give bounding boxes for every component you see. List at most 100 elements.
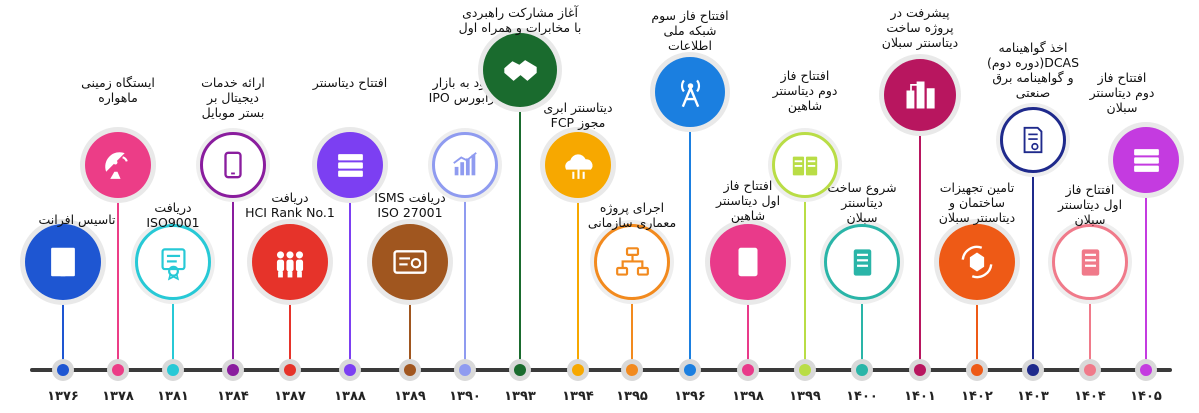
timeline-dot — [509, 359, 531, 381]
milestone-stem — [117, 198, 119, 370]
milestone-label: دریافت ISO9001 — [146, 200, 200, 230]
milestone-icon-circle — [85, 132, 151, 198]
timeline-dot — [909, 359, 931, 381]
timeline-dot — [737, 359, 759, 381]
milestone-label: اجرای پروژه معماری سازمانی — [587, 200, 677, 230]
timeline-dot — [399, 359, 421, 381]
milestone-icon-circle — [594, 224, 670, 300]
milestone-icon-circle — [939, 224, 1015, 300]
milestone-stem — [1032, 173, 1034, 370]
milestone-icon-circle — [824, 224, 900, 300]
milestone-stem — [577, 198, 579, 370]
year-label: ۱۳۸۷ — [274, 389, 306, 404]
year-label: ۱۴۰۴ — [1074, 389, 1106, 404]
milestone-label: ارائه خدمات دیجیتال بر بستر موبایل — [201, 75, 265, 120]
milestone-icon-circle — [200, 132, 266, 198]
year-label: ۱۳۹۵ — [616, 389, 648, 404]
milestone-stem — [919, 131, 921, 370]
timeline-dot — [1079, 359, 1101, 381]
year-label: ۱۳۷۸ — [102, 389, 134, 404]
satellite-dish-icon — [104, 151, 128, 179]
year-label: ۱۳۹۸ — [732, 389, 764, 404]
milestone-label: اخذ گواهینامه DCAS(دوره دوم) و گواهینامه… — [986, 40, 1080, 100]
milestone-icon-circle — [432, 132, 498, 198]
server-icon — [853, 248, 871, 276]
ipo-chart-icon — [453, 152, 477, 176]
year-label: ۱۳۹۹ — [789, 389, 821, 404]
year-label: ۱۳۷۶ — [47, 389, 79, 404]
milestone-stem — [464, 198, 466, 370]
milestone-label: پیشرفت در پروژه ساخت دیتاسنتر سبلان — [881, 5, 959, 50]
year-label: ۱۳۸۸ — [334, 389, 366, 404]
milestone-label: دریافت HCI Rank No.1 — [245, 190, 335, 220]
year-label: ۱۳۹۰ — [449, 389, 481, 404]
milestone-stem — [349, 198, 351, 370]
milestone-stem — [232, 198, 234, 370]
timeline-axis — [30, 368, 1172, 372]
timeline-dot — [222, 359, 244, 381]
milestone-stem — [804, 198, 806, 370]
milestone-stem — [62, 300, 64, 370]
document-certificate-icon — [1023, 126, 1043, 154]
milestone-label: افتتاح فاز سوم شبکه ملی اطلاعات — [651, 8, 729, 53]
certificate-card-icon — [393, 250, 427, 274]
milestone-label: دریافت ISMS ISO 27001 — [374, 190, 446, 220]
milestone-stem — [1145, 193, 1147, 370]
milestone-stem — [519, 107, 521, 370]
timeline-dot — [794, 359, 816, 381]
antenna-tower-icon — [680, 79, 700, 107]
server-rack-icon — [1133, 148, 1159, 172]
milestone-icon-circle — [884, 59, 956, 131]
milestone-stem — [631, 300, 633, 370]
building-icon — [51, 247, 75, 277]
org-chart-icon — [615, 246, 649, 276]
year-label: ۱۳۹۶ — [674, 389, 706, 404]
timeline-dot — [679, 359, 701, 381]
box-cycle-icon — [961, 245, 993, 279]
timeline-dot — [107, 359, 129, 381]
milestone-stem — [976, 300, 978, 370]
milestone-icon-circle — [483, 33, 557, 107]
year-label: ۱۴۰۲ — [961, 389, 993, 404]
milestone-label: افتتاح فاز اول دیتاسنتر شاهین — [715, 178, 781, 223]
datacenter-icon — [906, 81, 935, 109]
milestone-label: تامین تجهیزات ساختمان و دیتاسنتر سبلان — [938, 180, 1016, 225]
milestone-icon-circle — [25, 224, 101, 300]
handshake-icon — [503, 59, 537, 81]
milestone-icon-circle — [710, 224, 786, 300]
year-label: ۱۴۰۱ — [904, 389, 936, 404]
timeline-dot — [279, 359, 301, 381]
people-icon — [276, 251, 304, 278]
timeline-dot — [621, 359, 643, 381]
timeline-dot — [1135, 359, 1157, 381]
year-label: ۱۳۸۱ — [157, 389, 189, 404]
milestone-label: ایستگاه زمینی ماهواره — [81, 75, 155, 105]
year-label: ۱۳۹۳ — [504, 389, 536, 404]
year-label: ۱۴۰۰ — [846, 389, 878, 404]
timeline-dot — [52, 359, 74, 381]
timeline-dot — [162, 359, 184, 381]
milestone-label: افتتاح فاز اول دیتاسنتر سبلان — [1057, 182, 1123, 227]
milestone-stem — [689, 127, 691, 370]
server-icon — [1081, 248, 1099, 276]
milestone-label: دیتاسنتر ابری مجوز FCP — [543, 100, 613, 130]
milestone-stem — [861, 300, 863, 370]
milestone-label: آغاز مشارکت راهبردی با مخابرات و همراه ا… — [458, 5, 582, 35]
milestone-icon-circle — [252, 224, 328, 300]
milestone-label: تاسیس افرانت — [38, 212, 116, 227]
cloud-icon — [564, 153, 592, 179]
milestone-icon-circle — [372, 224, 448, 300]
milestone-stem — [409, 300, 411, 370]
timeline-dot — [339, 359, 361, 381]
milestone-icon-circle — [655, 57, 725, 127]
timeline-dot — [966, 359, 988, 381]
milestone-stem — [172, 300, 174, 370]
milestone-label: شروع ساخت دیتاسنتر سبلان — [827, 180, 897, 225]
milestone-icon-circle — [772, 132, 838, 198]
milestone-icon-circle — [1113, 127, 1179, 193]
milestone-stem — [1089, 300, 1091, 370]
milestone-icon-circle — [135, 224, 211, 300]
milestone-icon-circle — [1052, 224, 1128, 300]
milestone-label: افتتاح فاز دوم دیتاسنتر سبلان — [1089, 70, 1155, 115]
